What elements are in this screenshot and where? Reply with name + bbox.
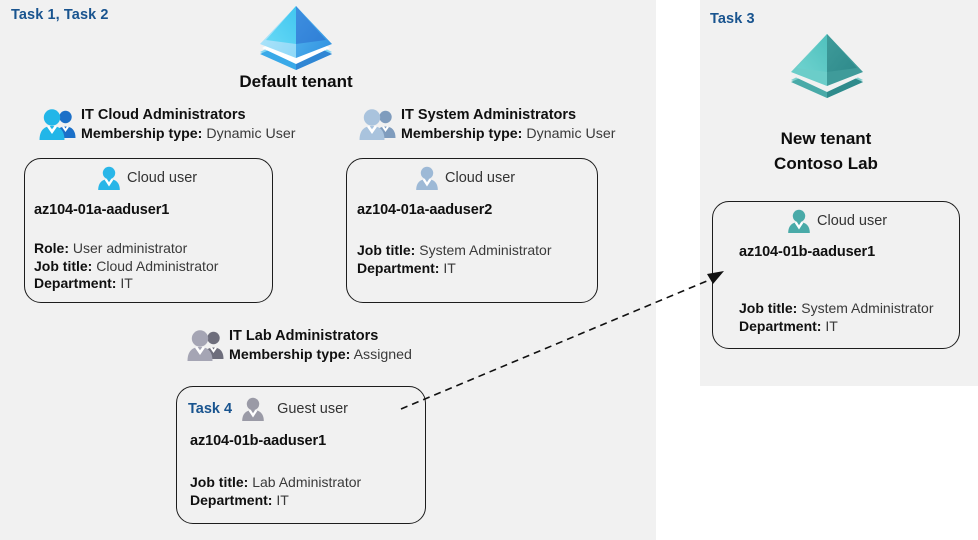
attribute-label: Role:	[34, 240, 69, 256]
group-membership-label: Membership type:	[81, 126, 203, 142]
group-title-it-lab-administrators: IT Lab Administrators	[229, 328, 379, 344]
attribute-label: Department:	[357, 259, 440, 276]
group-membership-it-system-administrators: Membership type: Dynamic User	[401, 125, 615, 144]
user-card-header-az104-01b-aaduser1-cloud: Cloud user	[786, 208, 887, 234]
attribute-label: Job title:	[357, 242, 416, 258]
new-tenant-name: New tenant Contoso Lab	[742, 126, 910, 176]
user-attributes-az104-01b-aaduser1-cloud: Job title: System Administrator Departme…	[739, 300, 934, 335]
attribute-label: Job title:	[190, 474, 249, 490]
attribute-value: Cloud Administrator	[96, 257, 219, 274]
attribute-label: Job title:	[34, 257, 93, 274]
attribute-row: Job title: System Administrator	[739, 300, 934, 318]
group-users-icon-it-lab-administrators	[186, 328, 226, 362]
group-membership-it-cloud-administrators: Membership type: Dynamic User	[81, 125, 295, 144]
group-membership-value: Dynamic User	[526, 126, 616, 142]
group-header-it-cloud-administrators: IT Cloud Administrators Membership type:…	[81, 106, 295, 144]
user-attributes-az104-01a-aaduser1: Role: User administrator Job title: Clou…	[34, 240, 218, 293]
group-users-icon-it-cloud-administrators	[38, 107, 78, 141]
group-title-it-system-administrators: IT System Administrators	[401, 107, 577, 123]
attribute-row: Department: IT	[34, 275, 218, 293]
attribute-value: IT	[825, 317, 838, 334]
task-label-card: Task 4	[188, 401, 233, 417]
group-membership-value: Dynamic User	[206, 126, 296, 142]
attribute-row: Job title: System Administrator	[357, 242, 552, 260]
group-membership-it-lab-administrators: Membership type: Assigned	[229, 346, 412, 365]
attribute-row: Department: IT	[190, 492, 361, 510]
group-title-it-cloud-administrators: IT Cloud Administrators	[81, 107, 246, 123]
attribute-row: Role: User administrator	[34, 240, 218, 258]
new-tenant-name-line1: New tenant	[780, 129, 872, 148]
attribute-row: Department: IT	[739, 318, 934, 336]
user-attributes-az104-01a-aaduser2: Job title: System Administrator Departme…	[357, 242, 552, 277]
group-header-it-lab-administrators: IT Lab Administrators Membership type: A…	[229, 327, 412, 365]
azure-tenant-icon-new	[787, 32, 867, 98]
attribute-value: IT	[443, 259, 456, 276]
attribute-label: Department:	[190, 491, 273, 508]
attribute-value: Lab Administrator	[252, 474, 362, 490]
group-membership-label: Membership type:	[401, 126, 523, 142]
user-card-az104-01a-aaduser1	[24, 158, 273, 303]
user-type-label: Cloud user	[817, 213, 888, 229]
attribute-value: System Administrator	[419, 242, 552, 258]
azure-tenant-icon-default	[256, 4, 336, 70]
user-attributes-az104-01b-aaduser1-guest: Job title: Lab Administrator Department:…	[190, 474, 361, 509]
cloud-user-icon	[96, 165, 122, 191]
attribute-label: Department:	[739, 317, 822, 334]
user-card-header-az104-01b-aaduser1-guest: Task 4 Guest user	[188, 396, 348, 422]
user-type-label: Cloud user	[445, 170, 516, 186]
default-tenant-panel	[0, 0, 656, 540]
user-name-az104-01a-aaduser2: az104-01a-aaduser2	[357, 202, 493, 218]
user-type-label: Guest user	[277, 401, 348, 417]
attribute-label: Job title:	[739, 300, 798, 316]
attribute-row: Job title: Cloud Administrator	[34, 258, 218, 276]
user-type-label: Cloud user	[127, 170, 198, 186]
task-label-right: Task 3	[710, 11, 755, 27]
user-name-az104-01a-aaduser1: az104-01a-aaduser1	[34, 202, 170, 218]
cloud-user-icon	[786, 208, 812, 234]
user-name-az104-01b-aaduser1-guest: az104-01b-aaduser1	[190, 433, 327, 449]
user-card-header-az104-01a-aaduser1: Cloud user	[96, 165, 197, 191]
user-card-az104-01b-aaduser1-guest	[176, 386, 426, 524]
attribute-value: User administrator	[72, 240, 188, 256]
attribute-row: Department: IT	[357, 260, 552, 278]
attribute-value: System Administrator	[801, 300, 934, 316]
task-label-left: Task 1, Task 2	[11, 7, 109, 23]
group-membership-value: Assigned	[353, 347, 412, 363]
guest-user-icon	[240, 396, 266, 422]
attribute-label: Department:	[34, 275, 117, 291]
default-tenant-name: Default tenant	[239, 72, 353, 91]
attribute-row: Job title: Lab Administrator	[190, 474, 361, 492]
new-tenant-name-line2: Contoso Lab	[774, 154, 878, 173]
group-membership-label: Membership type:	[229, 347, 351, 363]
cloud-user-icon	[414, 165, 440, 191]
group-header-it-system-administrators: IT System Administrators Membership type…	[401, 106, 615, 144]
attribute-value: IT	[120, 275, 133, 291]
user-card-header-az104-01a-aaduser2: Cloud user	[414, 165, 515, 191]
user-name-az104-01b-aaduser1-cloud: az104-01b-aaduser1	[739, 244, 876, 260]
attribute-value: IT	[276, 491, 289, 508]
group-users-icon-it-system-administrators	[358, 107, 398, 141]
